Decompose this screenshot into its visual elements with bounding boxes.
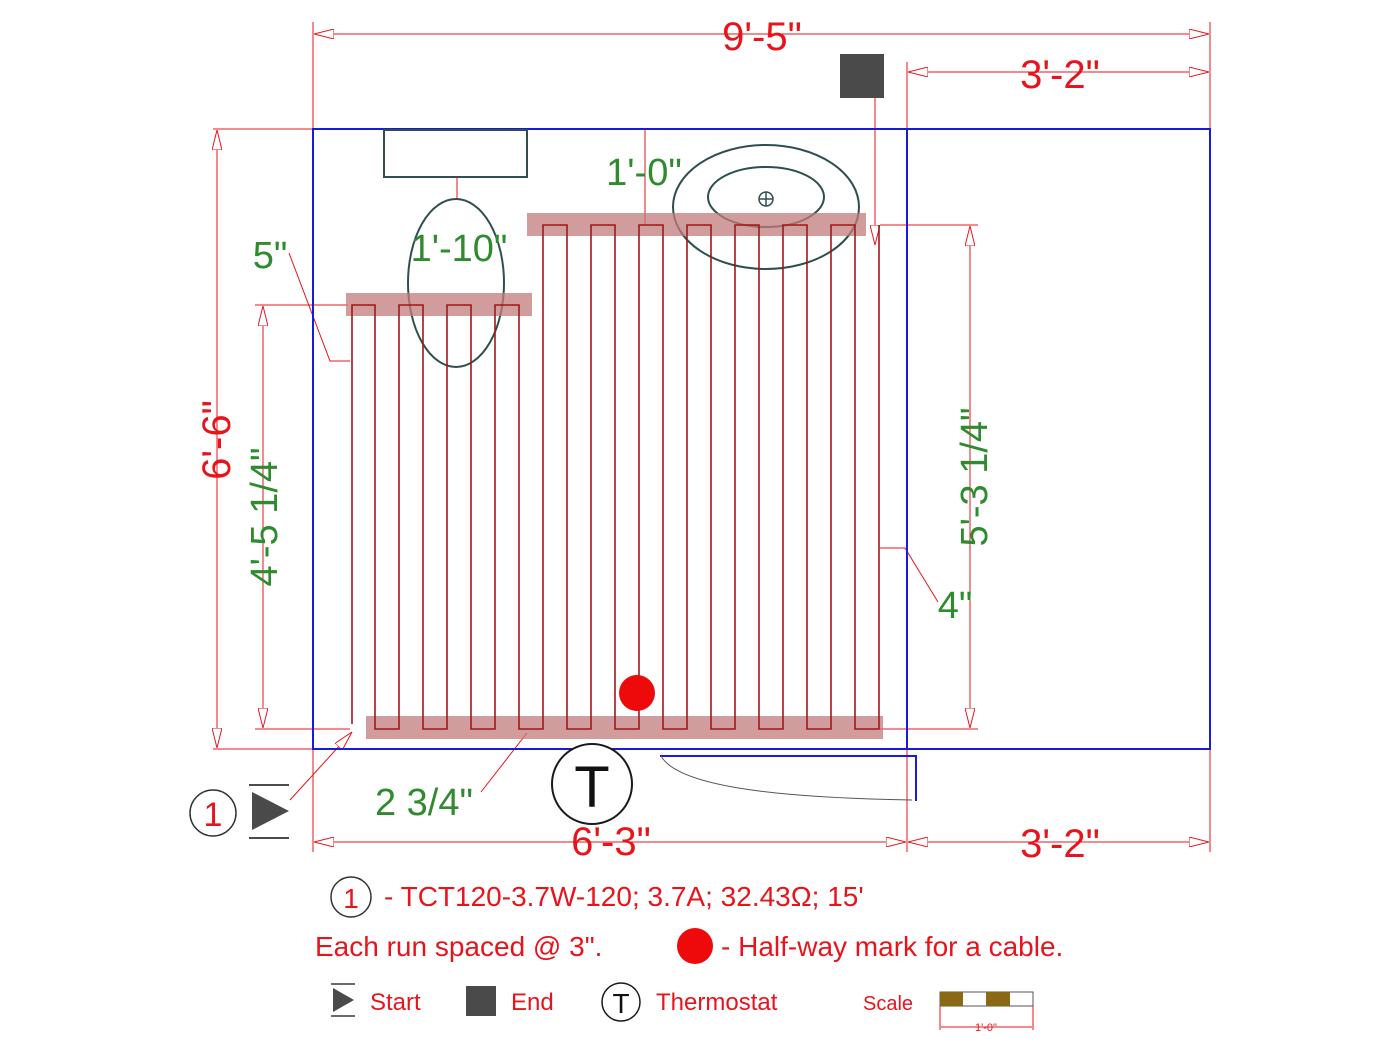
extension-lines xyxy=(213,22,1211,852)
thermostat-symbol: T xyxy=(574,755,609,820)
dim-closet-bottom: 3'-2" xyxy=(1020,822,1100,866)
dim-left-run: 4'-5 1/4" xyxy=(244,447,286,586)
dim-closet-top: 3'-2" xyxy=(1020,53,1100,97)
circuit-number-circle xyxy=(189,789,237,837)
dim-right-run: 5'-3 1/4" xyxy=(954,407,996,546)
dim-room-depth: 6'-6" xyxy=(195,400,239,480)
legend-scale-label: Scale xyxy=(863,993,913,1015)
fixtures xyxy=(383,129,860,368)
drain-icon xyxy=(758,191,774,207)
legend-cable-number: 1 xyxy=(343,883,359,914)
legend-halfway-note: - Half-way mark for a cable. xyxy=(721,931,1063,962)
dim-vanity-clearance: 1'-0" xyxy=(606,152,682,194)
dim-toilet-clearance: 1'-10" xyxy=(411,228,508,270)
dim-heated-width: 6'-3" xyxy=(571,820,651,864)
dimension-lines xyxy=(217,34,1209,842)
legend-thermostat-icon xyxy=(601,982,641,1022)
toilet-tank xyxy=(383,129,528,178)
dim-left-offset: 5" xyxy=(253,235,288,277)
dim-right-offset: 4" xyxy=(938,585,973,627)
scale-bar: 1'-0" xyxy=(939,991,1034,1034)
legend-end-icon xyxy=(466,986,496,1016)
start-triangle-icon xyxy=(249,784,289,839)
dim-bottom-offset: 2 3/4" xyxy=(375,782,473,824)
toilet-bowl xyxy=(407,198,505,368)
legend-start-icon xyxy=(331,983,355,1017)
legend: 1 - TCT120-3.7W-120; 3.7A; 32.43Ω; 15' E… xyxy=(315,876,1063,1034)
legend-scale-value: 1'-0" xyxy=(975,1022,997,1034)
closet-wall xyxy=(906,128,1211,750)
heating-cable xyxy=(351,224,880,730)
halfway-dot-icon xyxy=(619,675,655,711)
legend-spacing-note: Each run spaced @ 3". xyxy=(315,931,602,962)
legend-cable-spec: - TCT120-3.7W-120; 3.7A; 32.43Ω; 15' xyxy=(384,881,864,912)
dim-total-width: 9'-5" xyxy=(722,15,802,59)
start-marker: 1 xyxy=(189,784,289,839)
door-frame xyxy=(660,755,917,801)
legend-end-label: End xyxy=(511,989,554,1016)
thermostat-icon: T xyxy=(551,743,633,825)
legend-halfway-dot-icon xyxy=(677,928,713,964)
legend-thermostat-symbol: T xyxy=(612,988,629,1019)
annotation-labels: 4'-5 1/4" 5'-3 1/4" 5" 4" 2 3/4" 1'-10" … xyxy=(244,152,996,824)
legend-start-label: Start xyxy=(370,989,421,1016)
dimension-labels: 9'-5" 3'-2" 6'-3" 3'-2" 6'-6" xyxy=(195,15,1100,866)
door-swing xyxy=(660,755,913,801)
circuit-number: 1 xyxy=(204,796,223,834)
legend-cable-circle xyxy=(330,876,372,918)
legend-thermostat-label: Thermostat xyxy=(656,989,778,1016)
end-square-icon xyxy=(840,54,884,98)
